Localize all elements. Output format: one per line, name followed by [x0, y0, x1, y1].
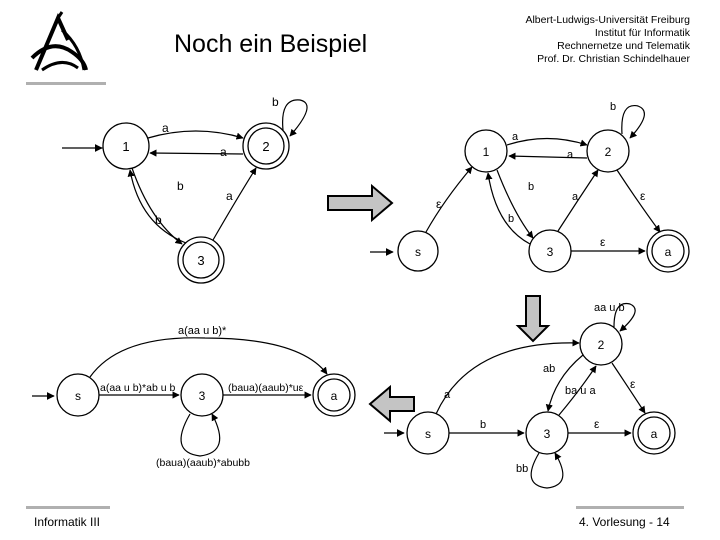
edge-1-2: [147, 130, 244, 140]
edge2-3-a-label: ε: [600, 235, 606, 249]
state-ab-label: a: [665, 245, 672, 259]
edge4-s-a-label: a(aa u b)*: [178, 325, 227, 337]
state-2b: [586, 129, 630, 173]
edge2-3-1-label: b: [508, 213, 514, 225]
state-2c-label: 2: [598, 338, 605, 352]
automaton-reduced-2: s 3 a a(aa u b)* a(aa u b)*ab u b (baua)…: [32, 325, 356, 469]
slide-title: Noch ein Beispiel: [174, 30, 368, 58]
edge-2-1: [149, 149, 244, 157]
loop4-3-label: (baua)(aaub)*abubb: [156, 457, 250, 469]
state-1-label: 1: [122, 139, 129, 154]
state-ad-accepting-ring: [317, 378, 351, 412]
institution-line-professor: Prof. Dr. Christian Schindelhauer: [537, 53, 690, 65]
state-3-accepting-ring: [182, 241, 220, 279]
state-s3-label: s: [425, 427, 431, 441]
edge2-s-1: [425, 166, 473, 233]
edge-1-3-label: b: [177, 179, 184, 193]
edge-1-2-label: a: [162, 121, 169, 135]
institution-line-institute: Institut für Informatik: [594, 27, 690, 39]
edge2-1-2: [506, 137, 588, 147]
edge3-2-a-label: ε: [630, 377, 636, 391]
edge-3-2: [212, 167, 257, 241]
state-ad-label: a: [331, 389, 338, 403]
edge2-2-a: [616, 169, 661, 233]
edge3-3-a-label: ε: [594, 417, 600, 431]
footer-course: Informatik III: [34, 515, 101, 529]
edge-1-3: [131, 167, 183, 245]
state-ad: [312, 373, 356, 417]
edge2-s-1-label: ε: [436, 197, 442, 211]
edge3-s-3-label: b: [480, 419, 486, 431]
edge2-3-2-label: a: [572, 191, 579, 203]
state-2: [242, 122, 290, 170]
state-3-label: 3: [197, 253, 204, 268]
edge3-s-2-label: a: [444, 389, 451, 401]
edge-3-2-label: a: [226, 189, 233, 203]
edge4-3-a-label: (baua)(aaub)*uε: [228, 382, 304, 394]
edge2-2-1: [508, 152, 588, 160]
edge3-2-a: [611, 362, 646, 414]
state-ac-label: a: [651, 427, 658, 441]
state-ab: [646, 229, 690, 273]
edge2-1-3-label: b: [528, 181, 534, 193]
state-1: [102, 122, 150, 170]
loop-2-label: b: [272, 95, 279, 109]
institution-line-chair: Rechnernetze und Telematik: [557, 40, 690, 52]
state-ac-accepting-ring: [637, 416, 671, 450]
edge3-3-2-label: ba u a: [565, 385, 596, 397]
footer-divider-right: [576, 506, 684, 509]
loop3-3: [530, 452, 564, 489]
state-2-accepting-ring: [247, 127, 285, 165]
university-logo: [30, 11, 88, 72]
automaton-original: 1 2 3 a a b b b a: [62, 95, 308, 284]
transform-arrow-down: [515, 295, 551, 343]
transform-arrow-right: [327, 183, 394, 223]
header-divider: [26, 82, 106, 85]
institution-block: Albert-Ludwigs-Universität Freiburg Inst…: [525, 14, 690, 66]
edge2-2-1-label: a: [567, 149, 574, 161]
edge3-2-3-label: ab: [543, 363, 555, 375]
edge2-3-2: [557, 169, 599, 232]
transform-arrow-left: [368, 384, 415, 424]
edge4-s-3-label: a(aa u b)*ab u b: [100, 382, 175, 394]
loop4-3: [180, 413, 221, 457]
edge4-s-a: [89, 337, 328, 378]
loop3-2: [613, 302, 636, 332]
loop3-3-label: bb: [516, 463, 528, 475]
state-2c: [579, 322, 623, 366]
state-3c-label: 3: [544, 427, 551, 441]
state-1b-label: 1: [483, 145, 490, 159]
state-s-label: s: [415, 245, 421, 259]
loop2-2: [621, 104, 645, 139]
edge2-1-3: [496, 169, 534, 239]
edge-3-1-label: b: [155, 213, 162, 227]
edge-3-1: [127, 169, 187, 244]
footer-lecture: 4. Vorlesung - 14: [579, 515, 670, 529]
state-1b: [464, 129, 508, 173]
edge2-2-a-label: ε: [640, 189, 646, 203]
state-s4-label: s: [75, 389, 81, 403]
edge2-1-2-label: a: [512, 131, 519, 143]
state-2b-label: 2: [605, 145, 612, 159]
loop3-2-label: aa u b: [594, 302, 625, 314]
state-2-label: 2: [262, 139, 269, 154]
automaton-epsilon: s 1 2 3 a a a b b b a ε ε ε: [370, 101, 690, 273]
state-ac: [632, 411, 676, 455]
automaton-reduced-1: s 2 3 a aa u b a ab ba u a ε b ε bb: [384, 302, 676, 489]
edge3-s-2: [435, 339, 580, 415]
edge3-2-3: [545, 354, 584, 412]
edge2-3-1: [485, 172, 531, 245]
state-3b-label: 3: [547, 245, 554, 259]
state-3d-label: 3: [199, 389, 206, 403]
institution-line-university: Albert-Ludwigs-Universität Freiburg: [525, 14, 690, 26]
edge-2-1-label: a: [220, 145, 227, 159]
state-s: [397, 230, 439, 272]
state-3: [177, 236, 225, 284]
loop2-2-label: b: [610, 101, 616, 113]
footer-divider-left: [26, 506, 110, 509]
state-ab-accepting-ring: [651, 234, 685, 268]
edge3-3-2: [558, 365, 597, 416]
loop-2: [282, 99, 308, 137]
